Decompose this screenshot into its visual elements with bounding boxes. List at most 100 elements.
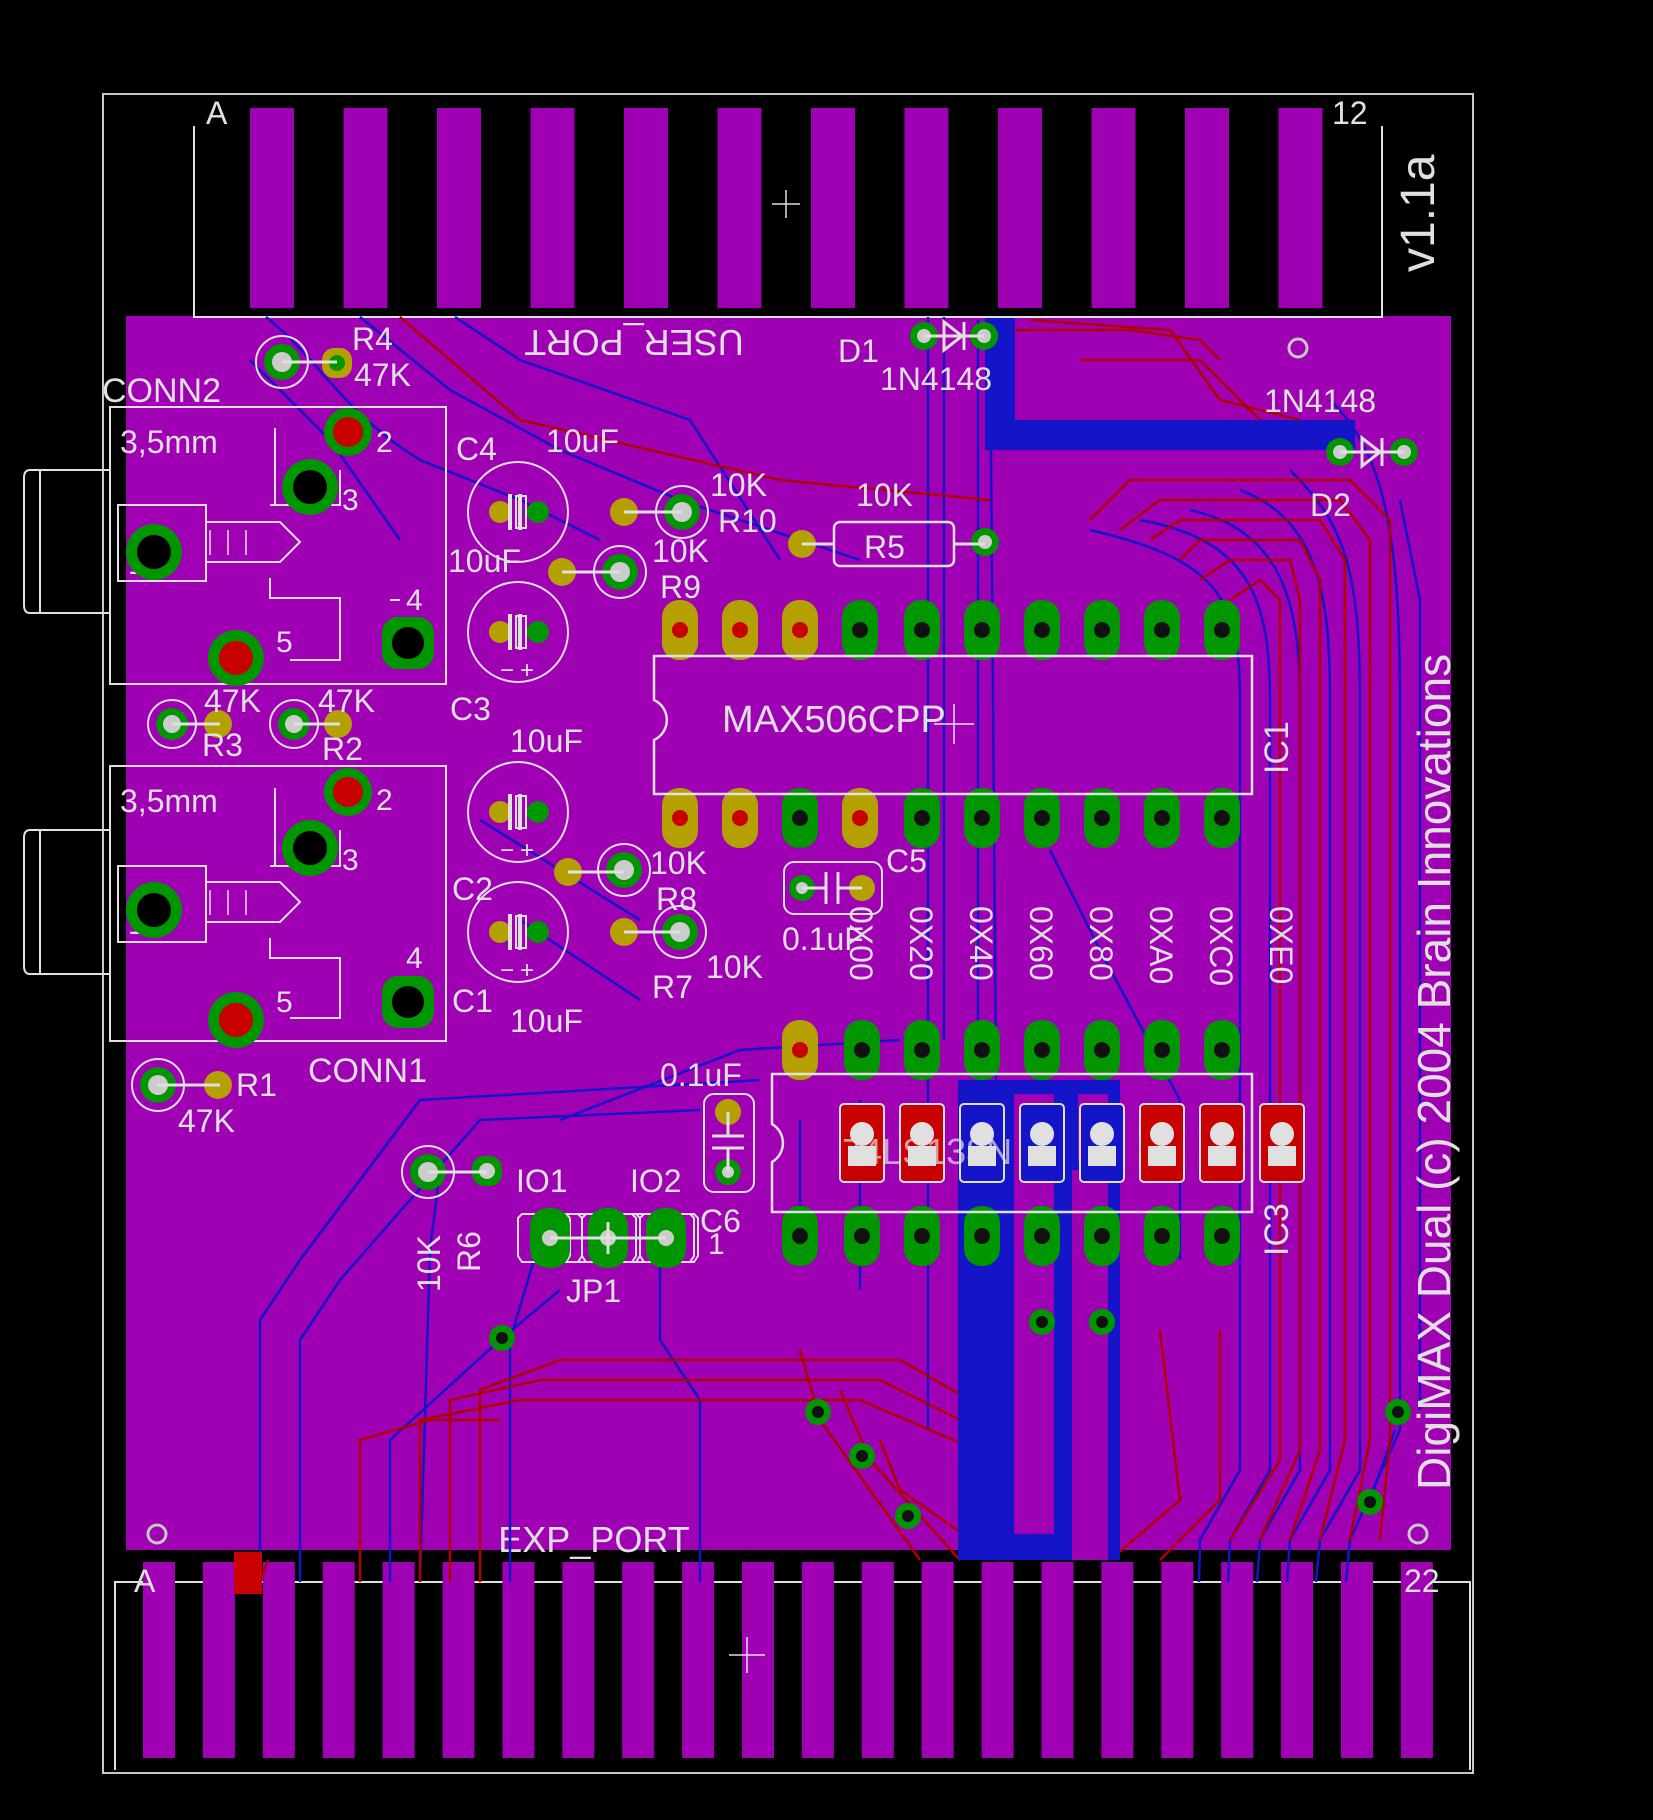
product-title: DigiMAX Dual (c) 2004 Brain Innovations <box>1408 654 1460 1490</box>
conn1-jack: 3,5mm CONN1 1 2 3 4 5 <box>23 765 447 1090</box>
resistor-r10: 10K R10 <box>610 467 777 539</box>
vias <box>489 1309 1411 1529</box>
user-port-finger <box>1185 108 1229 308</box>
diode-d2: 1N4148 D2 <box>1264 383 1418 523</box>
exp-port-fingers <box>143 1562 1433 1758</box>
exp-port-finger <box>1281 1562 1314 1758</box>
jp1-pin1: 1 <box>708 1228 725 1261</box>
capacitor-c6: 0.1uF C6 <box>660 1057 755 1239</box>
exp-port-finger <box>202 1562 235 1758</box>
r4-value: 47K <box>354 357 411 393</box>
user-port-finger <box>437 108 481 308</box>
exp-port-finger <box>1341 1562 1373 1758</box>
pcb-board <box>126 316 1451 1550</box>
diode-d1: D1 1N4148 <box>838 318 998 397</box>
c3-name: C3 <box>450 691 491 727</box>
capacitor-c2: 10uF C2 − + <box>452 723 583 907</box>
exp-port-pin-last: 22 <box>1404 1563 1440 1599</box>
r8-name: R8 <box>656 881 697 917</box>
exp-port-finger <box>981 1562 1014 1758</box>
c1-name: C1 <box>452 983 493 1019</box>
r5-name: R5 <box>864 529 905 565</box>
exp-port-finger <box>1041 1562 1074 1758</box>
exp-port-connector: A 22 EXP_PORT <box>114 1519 1471 1770</box>
resistor-r4: R4 47K <box>255 321 411 393</box>
exp-port-finger <box>1161 1562 1194 1758</box>
mounting-holes <box>146 337 1429 1545</box>
resistor-r2: 47K R2 <box>269 683 375 767</box>
r10-name: R10 <box>718 503 777 539</box>
user-port-finger <box>624 108 668 308</box>
resistor-r3: 47K R3 <box>147 683 261 763</box>
r2-value: 47K <box>318 683 375 719</box>
user-port-label: USER_PORT <box>524 322 743 363</box>
resistor-r8: 10K R8 <box>554 843 707 917</box>
user-port-pin-last: 12 <box>1332 95 1368 131</box>
jumper-jp1: IO1 IO2 JP1 1 <box>516 1163 725 1309</box>
r10-value: 10K <box>710 467 767 503</box>
exp-port-finger <box>382 1562 415 1758</box>
r1-value: 47K <box>178 1103 235 1139</box>
conn1-pin-2: 2 <box>376 784 393 817</box>
user-port-fingers <box>250 108 1323 308</box>
r8-value: 10K <box>650 845 707 881</box>
c2-value: 10uF <box>510 723 583 759</box>
d1-name: D1 <box>838 333 879 369</box>
exp-port-finger <box>1101 1562 1134 1758</box>
resistor-r5: 10K R5 <box>788 477 999 568</box>
ic3-part: 74LS138N <box>842 1131 1012 1172</box>
conn2-pin-5: 5 <box>276 626 293 659</box>
c5-value: 0.1uF <box>782 921 864 957</box>
r1-name: R1 <box>236 1067 277 1103</box>
user-port-connector: A 12 USER_PORT <box>193 95 1383 363</box>
c6-value: 0.1uF <box>660 1057 742 1093</box>
ic1-max506: MAX506CPP IC1 <box>652 600 1296 848</box>
exp-port-finger <box>262 1562 295 1758</box>
address-label: 0X80 <box>1083 906 1119 981</box>
exp-port-finger <box>682 1562 715 1758</box>
exp-port-finger <box>861 1562 894 1758</box>
conn2-pin-4: 4 <box>406 584 423 617</box>
r9-name: R9 <box>660 569 701 605</box>
c2-polarity-minus: − <box>500 837 514 864</box>
exp-port-finger <box>502 1562 535 1758</box>
c3-polarity-plus: + <box>520 657 534 684</box>
resistor-r6: 10K R6 <box>401 1145 502 1292</box>
jp1-io2: IO2 <box>630 1163 682 1199</box>
user-port-finger <box>1278 108 1323 308</box>
resistor-r7: 10K R7 <box>610 905 763 1005</box>
capacitor-c3: 10uF C3 − + <box>448 543 569 727</box>
c6-name: C6 <box>700 1203 741 1239</box>
conn2-label: CONN2 <box>102 372 221 410</box>
capacitor-c5: C5 0.1uF <box>782 843 927 957</box>
c1-polarity-minus: − <box>500 957 514 984</box>
ic1-name: IC1 <box>1258 721 1296 774</box>
ic3-pads <box>782 1020 1240 1266</box>
jp1-name: JP1 <box>566 1273 621 1309</box>
conn2-size: 3,5mm <box>120 424 218 460</box>
address-label: 0X00 <box>843 906 879 981</box>
exp-port-finger <box>562 1562 595 1758</box>
user-port-finger <box>250 108 294 308</box>
exp-port-finger <box>921 1562 954 1758</box>
exp-port-finger <box>1400 1562 1433 1758</box>
r5-value: 10K <box>856 477 913 513</box>
address-label: 0X40 <box>963 906 999 981</box>
r7-value: 10K <box>706 949 763 985</box>
d2-name: D2 <box>1310 487 1351 523</box>
address-select-pads <box>839 1103 1305 1183</box>
exp-port-finger <box>322 1562 355 1758</box>
r7-name: R7 <box>652 969 693 1005</box>
c2-polarity-plus: + <box>520 837 534 864</box>
c4-value: 10uF <box>546 423 619 459</box>
user-port-finger <box>1091 108 1136 308</box>
address-label: 0X60 <box>1023 906 1059 981</box>
exp-port-finger <box>622 1562 655 1758</box>
capacitor-c1: C1 10uF − + <box>452 881 583 1039</box>
r6-name: R6 <box>451 1231 487 1272</box>
address-label: 0XA0 <box>1143 906 1179 984</box>
user-port-finger <box>904 108 949 308</box>
c4-name: C4 <box>456 431 497 467</box>
